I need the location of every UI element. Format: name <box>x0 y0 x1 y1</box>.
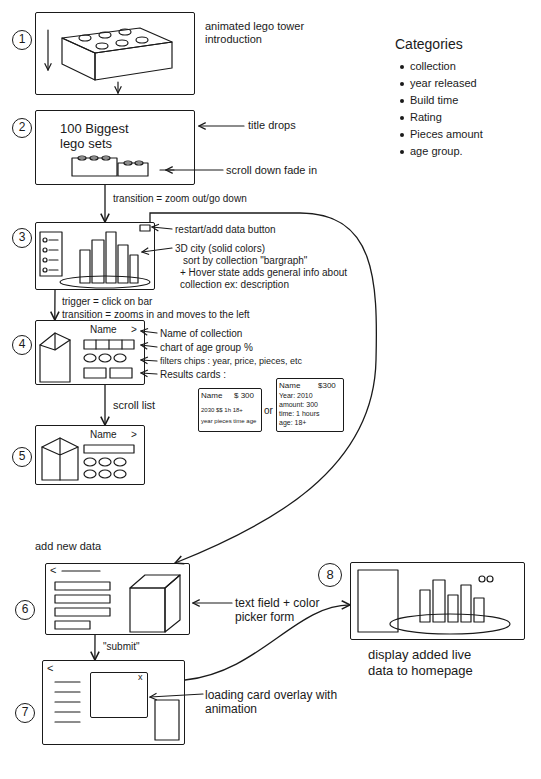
section-heading: add new data <box>35 540 135 553</box>
list-item: Rating <box>410 111 520 124</box>
card-text: $300 <box>318 381 342 390</box>
panel-number: 8 <box>318 563 342 587</box>
storyboard-panel: 8 <box>350 562 525 640</box>
annotation: text field + color picker form <box>235 596 345 625</box>
transition-label: "submit" <box>103 641 163 653</box>
transition-label: trigger = click on bar <box>62 296 212 308</box>
panel-text: x <box>138 672 146 682</box>
annotation: + Hover state adds general info about co… <box>180 267 355 291</box>
annotation: restart/add data button <box>175 224 325 236</box>
lego-brick <box>48 28 172 93</box>
card-text: year pieces time age <box>201 418 261 425</box>
lego-bricks <box>72 156 174 176</box>
panel-text: < <box>47 662 57 675</box>
storyboard-panel: 3 <box>35 222 155 290</box>
result-card: Name$ 300 2030 $$ 1h 18+ year pieces time … <box>198 388 262 432</box>
annotation: 3D city (solid colors) <box>175 243 325 255</box>
updated-city <box>358 570 510 634</box>
card-text: amount: 300 <box>279 401 341 409</box>
panel-number: 4 <box>12 335 32 355</box>
panel-number: 2 <box>12 118 32 138</box>
list-item: year released <box>410 77 520 90</box>
storyboard-panel: 5Name> <box>35 425 145 485</box>
flow-arrow <box>94 635 95 660</box>
bullet-dots <box>400 65 404 154</box>
panel-number: 1 <box>12 30 32 50</box>
annotation: title drops <box>248 119 328 132</box>
flow-arrow <box>104 185 105 222</box>
storyboard-panel: 2100 Biggest lego sets <box>35 110 195 185</box>
panel-number: 3 <box>12 228 32 248</box>
annotation: chart of age group % <box>160 342 310 354</box>
panel-text: Name <box>90 429 126 441</box>
storyboard-panel: 7<x <box>42 660 185 745</box>
card-text: Name <box>279 381 311 390</box>
card-text: Name <box>201 391 231 400</box>
card-text: Year: 2010 <box>279 392 341 400</box>
annotation: display added live data to homepage <box>368 647 498 678</box>
card-text: $ 300 <box>234 391 260 400</box>
panel-text: > <box>131 429 141 441</box>
panel-text: > <box>131 324 141 336</box>
panel-number: 7 <box>15 703 35 723</box>
annotation: loading card overlay with animation <box>205 688 345 717</box>
annotation: filters chips : year, price, pieces, etc <box>160 356 355 367</box>
card-text: time: 1 hours <box>279 410 341 418</box>
flow-arrow <box>150 213 376 563</box>
flow-arrow <box>104 385 105 425</box>
storyboard-panel: 1 <box>35 12 195 95</box>
overlay-card: x <box>90 672 148 718</box>
storyboard-panel: 6< <box>45 563 190 635</box>
transition-label: scroll list <box>113 399 173 412</box>
collection-view-scrolled <box>42 438 134 480</box>
panel-text: Name <box>90 324 126 336</box>
annotation: sort by collection "bargraph" <box>183 255 353 267</box>
list-item: age group. <box>410 145 520 158</box>
card-text: 2030 $$ 1h 18+ <box>201 407 261 414</box>
annotation: Results cards : <box>160 369 260 381</box>
storyboard-panel: 4Name> <box>35 320 145 385</box>
panel-text: < <box>50 564 60 577</box>
annotation: Name of collection <box>160 328 310 340</box>
add-data-form <box>55 571 180 632</box>
annotation: scroll down fade in <box>226 164 356 177</box>
panel-number: 6 <box>15 600 35 620</box>
flow-arrow <box>54 290 56 320</box>
list-item: Build time <box>410 94 520 107</box>
list-heading: Categories <box>395 36 505 53</box>
annotation: transition = zooms in and moves to the l… <box>62 309 302 321</box>
panel-text: 100 Biggest lego sets <box>60 122 155 152</box>
panel-number: 5 <box>12 447 32 467</box>
card-text: age: 18+ <box>279 419 341 427</box>
result-card: Name $300Year: 2010amount: 300time: 1 hou… <box>276 378 344 432</box>
collection-view <box>40 333 134 382</box>
list-item: Pieces amount <box>410 128 520 141</box>
list-item: collection <box>410 60 520 73</box>
annotation: animated lego tower introduction <box>205 20 320 46</box>
transition-label: transition = zoom out/go down <box>113 193 303 205</box>
annotation: or <box>264 405 276 417</box>
bar-city <box>40 225 150 288</box>
